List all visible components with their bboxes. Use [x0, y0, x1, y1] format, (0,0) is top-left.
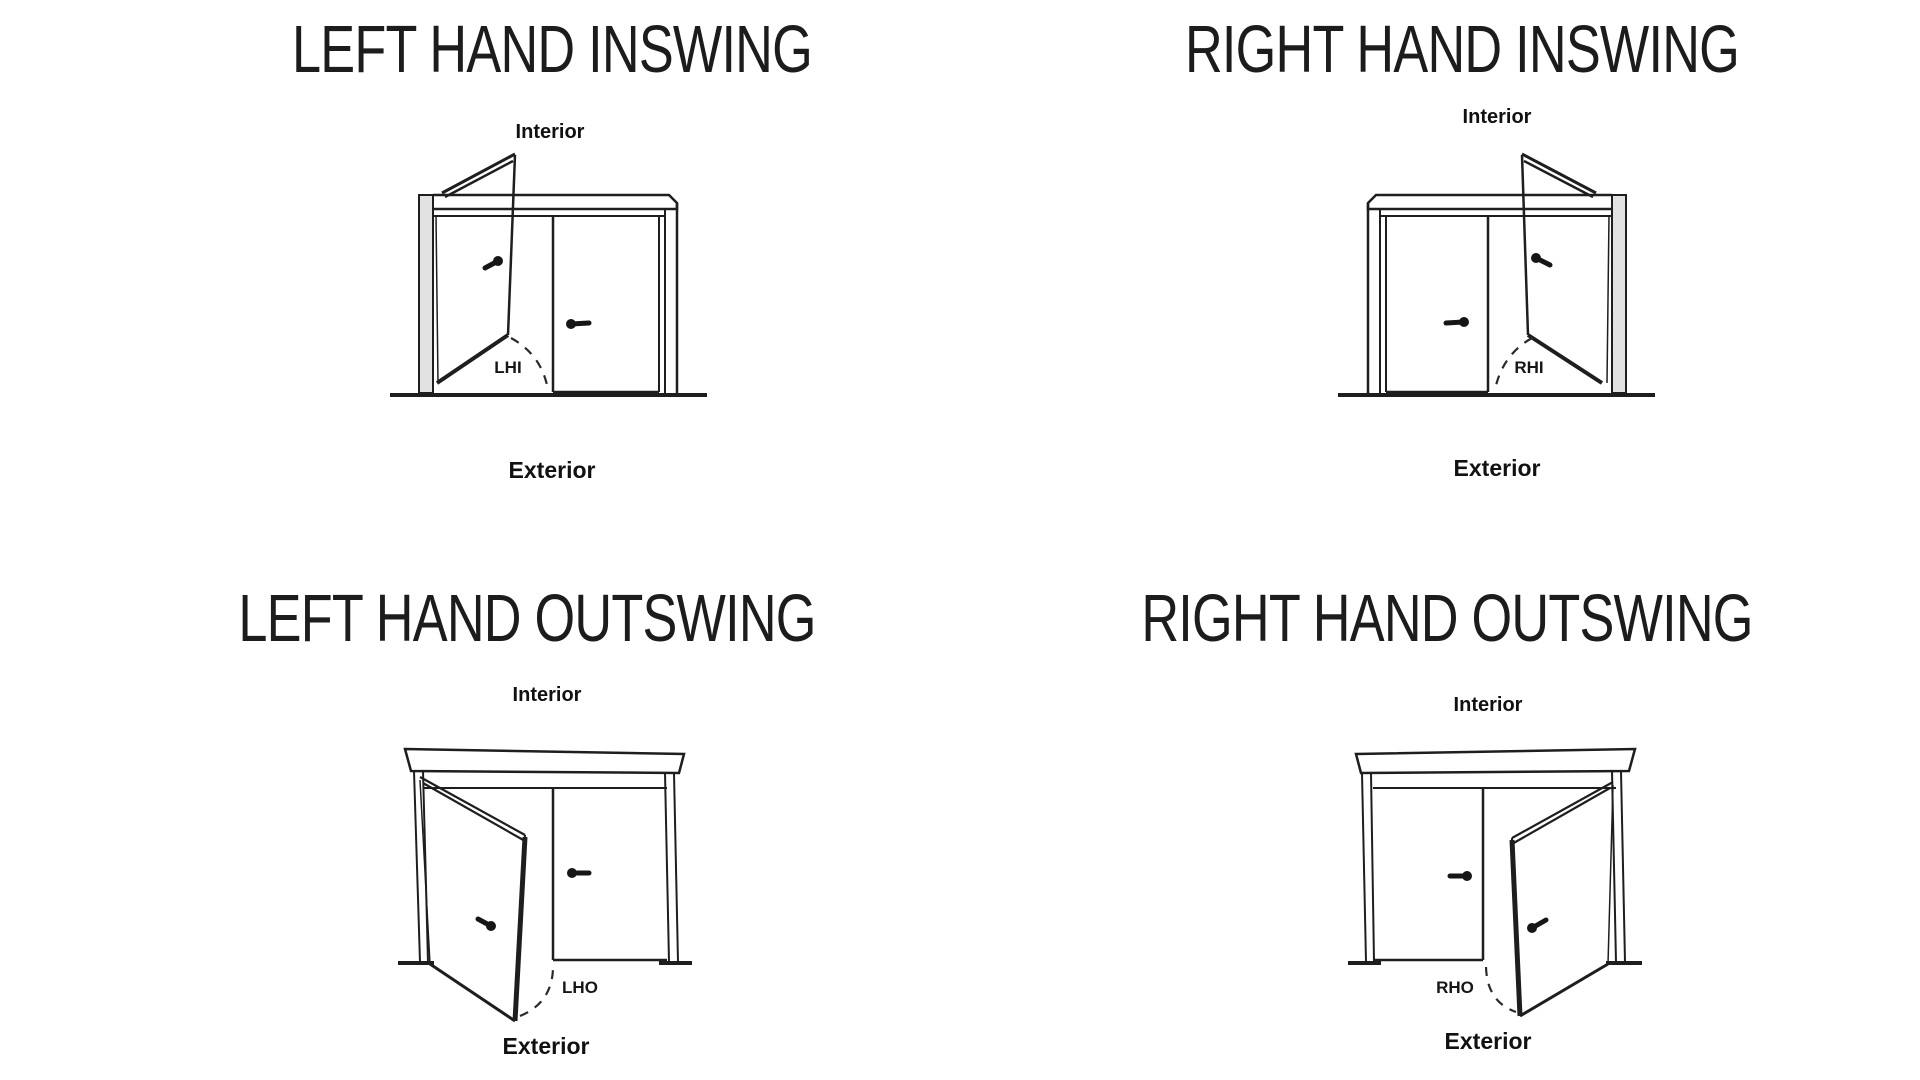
swing-arc — [1493, 337, 1533, 391]
exterior-label: Exterior — [1444, 1028, 1532, 1054]
open-door-panel — [419, 776, 528, 1023]
quadrant-title-left-hand-outswing: LEFT HAND OUTSWING — [238, 581, 816, 656]
door-frame-header — [1354, 747, 1637, 775]
left-hand-outswing-diagram: LHO — [398, 747, 692, 1023]
right-hand-inswing-diagram: RHI — [1338, 152, 1655, 397]
right-jamb — [658, 203, 679, 393]
left-jamb — [418, 194, 434, 394]
exterior-label: Exterior — [502, 1033, 590, 1059]
exterior-label: Exterior — [1453, 455, 1541, 481]
door-frame-header — [403, 747, 686, 775]
door-handle-icon — [1531, 253, 1553, 268]
swing-abbreviation: RHI — [1514, 358, 1543, 377]
closed-door-panel — [551, 788, 667, 962]
door-handle-icon — [482, 256, 503, 271]
swing-arc — [519, 963, 555, 1018]
open-door-panel — [1509, 781, 1614, 1018]
quadrant-title-left-hand-inswing: LEFT HAND INSWING — [291, 12, 813, 87]
swing-arc — [510, 337, 550, 391]
left-jamb — [398, 770, 434, 965]
door-handle-icon — [1443, 317, 1469, 327]
left-hand-inswing-diagram: LHI — [390, 152, 707, 397]
interior-label: Interior — [1453, 694, 1523, 716]
door-handle-icon — [566, 319, 592, 329]
right-jamb — [659, 772, 692, 965]
open-door-panel — [1520, 152, 1610, 385]
door-handle-icon — [567, 868, 592, 878]
exterior-label: Exterior — [508, 457, 596, 483]
door-handle-icon — [475, 916, 496, 931]
quadrant-title-right-hand-outswing: RIGHT HAND OUTSWING — [1141, 581, 1753, 656]
door-handle-icon — [1527, 917, 1549, 933]
swing-abbreviation: LHI — [494, 358, 521, 377]
interior-label: Interior — [1462, 106, 1532, 128]
quadrant-title-right-hand-inswing: RIGHT HAND INSWING — [1184, 12, 1740, 87]
left-jamb — [1366, 203, 1387, 393]
interior-label: Interior — [515, 121, 585, 143]
interior-label: Interior — [512, 684, 582, 706]
door-handle-icon — [1447, 871, 1472, 881]
closed-door-panel — [1373, 788, 1485, 962]
open-door-panel — [435, 152, 517, 385]
swing-arc — [1484, 966, 1517, 1014]
right-hand-outswing-diagram: RHO — [1348, 747, 1642, 1018]
right-jamb — [1611, 194, 1627, 394]
door-frame-header — [1366, 193, 1612, 217]
door-frame-header — [433, 193, 679, 217]
left-jamb — [1348, 772, 1381, 965]
closed-door-panel — [1386, 216, 1490, 394]
swing-abbreviation: RHO — [1436, 978, 1474, 997]
closed-door-panel — [551, 216, 659, 394]
swing-abbreviation: LHO — [562, 978, 598, 997]
